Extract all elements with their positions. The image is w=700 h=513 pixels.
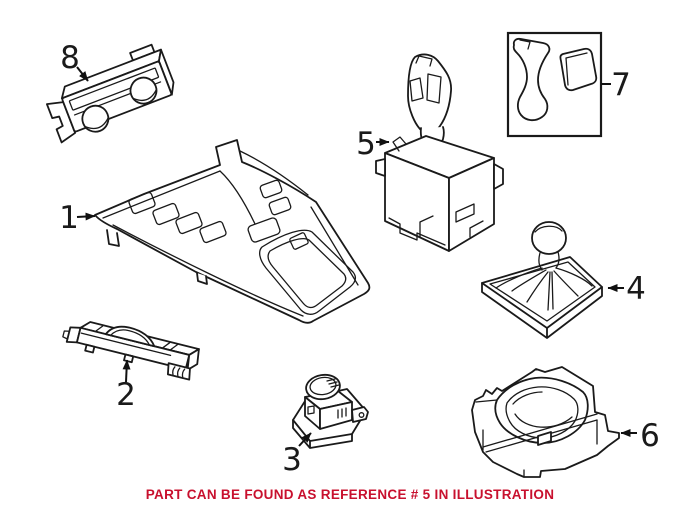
left-paddle-notch [519, 39, 531, 50]
part-8-climate-control-unit [46, 43, 175, 144]
part-1-console-trim-panel [94, 139, 371, 324]
part-3-details [307, 378, 369, 423]
callout-8-leader [76, 66, 89, 82]
reference-caption: PART CAN BE FOUND AS REFERENCE # 5 IN IL… [146, 487, 555, 502]
boot-details [495, 225, 593, 311]
part-7-shift-paddle-set [506, 31, 603, 138]
callout-8-label: 8 [60, 40, 80, 76]
mount-foot [196, 272, 208, 285]
part-2-switch-strip [62, 321, 200, 381]
callout-2-label: 2 [116, 377, 136, 413]
callout-6-label: 6 [640, 418, 660, 454]
callout-4-label: 4 [626, 271, 646, 307]
callout-1-leader [76, 212, 96, 221]
panel-outline [94, 139, 371, 324]
callout-2-leader [122, 359, 131, 383]
part-6-console-housing [471, 366, 620, 478]
left-paddle [512, 37, 551, 122]
end-block [166, 362, 191, 381]
part-5-details [375, 136, 504, 246]
shift-knob [407, 53, 452, 134]
part-4-shift-boot-with-knob [481, 221, 603, 339]
callout-3-label: 3 [282, 442, 302, 478]
part-1-details [102, 150, 359, 317]
right-paddle [559, 47, 598, 92]
mount-foot [106, 229, 120, 247]
knob-details [409, 55, 442, 104]
end-cap [186, 348, 200, 371]
gear-knob [531, 221, 567, 255]
part-6-details [475, 376, 598, 478]
part-5-gear-selector-switch [375, 53, 504, 252]
callout-5-label: 5 [356, 126, 376, 162]
callout-7-label: 7 [611, 67, 631, 103]
right-paddle-edge [565, 52, 588, 86]
callout-leaders [76, 66, 637, 447]
part-2-details [80, 325, 186, 378]
plate-thickness [481, 282, 603, 339]
bracket [46, 101, 77, 144]
knob-face [309, 376, 337, 396]
callout-labels: 1 2 3 4 5 6 7 8 [59, 40, 660, 478]
left-clip [62, 330, 71, 340]
part-3-rotary-control-switch [292, 373, 369, 449]
callout-3-leader [298, 432, 312, 447]
callout-1-label: 1 [59, 200, 79, 236]
part-8-details [68, 67, 162, 133]
